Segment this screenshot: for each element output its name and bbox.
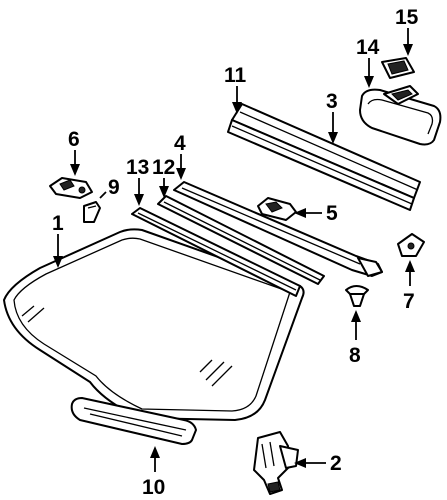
windshield-glass — [3, 228, 305, 421]
callout-2: 2 — [330, 452, 342, 475]
callout-4: 4 — [174, 132, 186, 155]
leader-lines — [53, 28, 415, 472]
bracket-part-5 — [257, 197, 297, 221]
callout-9: 9 — [108, 176, 120, 199]
push-pin-fastener — [345, 285, 369, 307]
upper-windshield-molding — [173, 181, 383, 277]
callout-3: 3 — [326, 90, 338, 113]
callout-5: 5 — [326, 202, 338, 225]
clip-part-9 — [83, 201, 101, 223]
callout-14: 14 — [356, 36, 380, 59]
reveal-molding-inner — [131, 207, 301, 297]
callout-11: 11 — [224, 64, 247, 87]
callout-1: 1 — [52, 212, 64, 235]
callout-numbers: 1 2 3 4 5 6 7 8 9 10 11 12 13 14 15 — [52, 6, 419, 499]
callout-10: 10 — [142, 476, 165, 499]
bracket-part-6 — [49, 177, 93, 199]
callout-15: 15 — [395, 6, 419, 29]
callout-8: 8 — [349, 344, 361, 367]
callout-7: 7 — [403, 290, 415, 313]
rearview-mirror — [359, 85, 442, 146]
lower-support-strip — [70, 397, 197, 445]
callout-12: 12 — [152, 156, 175, 179]
callout-13: 13 — [126, 156, 149, 179]
clip-part-7 — [397, 233, 425, 257]
mirror-mount-button — [381, 57, 415, 79]
callout-6: 6 — [68, 128, 80, 151]
bracket-part-2 — [253, 431, 299, 495]
header-panel — [227, 103, 421, 211]
reveal-molding-outer — [157, 195, 325, 285]
